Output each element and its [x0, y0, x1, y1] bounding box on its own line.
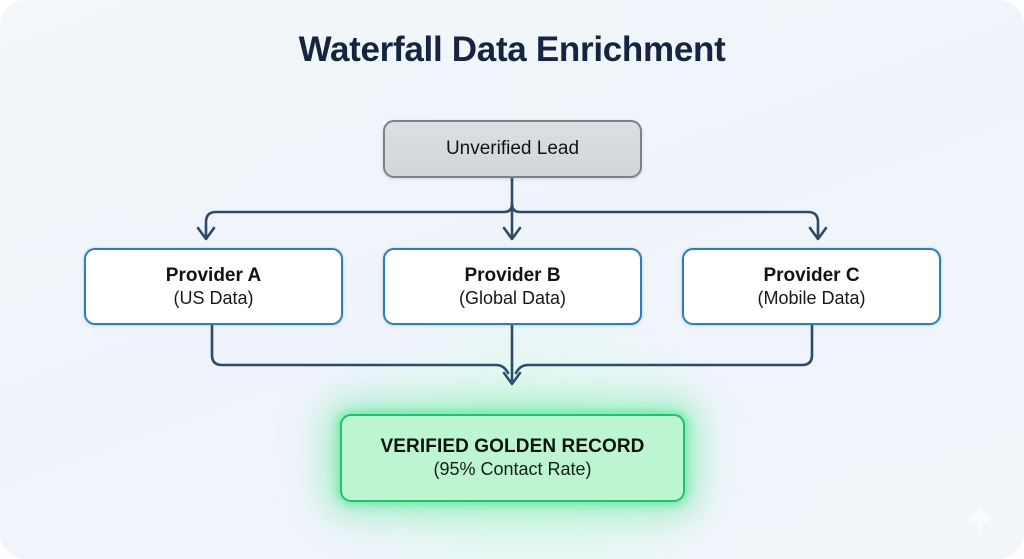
- node-provider-c-title: Provider C: [763, 264, 860, 286]
- node-golden-title: VERIFIED GOLDEN RECORD: [380, 436, 645, 458]
- connector-provider-c-down: [514, 323, 814, 375]
- node-provider-c[interactable]: Provider C (Mobile Data): [682, 248, 941, 325]
- node-provider-c-subtitle: (Mobile Data): [757, 287, 866, 308]
- node-provider-b[interactable]: Provider B (Global Data): [383, 248, 642, 325]
- node-provider-a-title: Provider A: [165, 264, 262, 286]
- arrowhead-golden-record: [502, 371, 522, 386]
- node-provider-a[interactable]: Provider A (US Data): [84, 248, 343, 325]
- arrowhead-provider-a: [196, 226, 216, 241]
- node-provider-a-subtitle: (US Data): [173, 287, 254, 308]
- arrowhead-provider-c: [808, 226, 828, 241]
- node-verified-golden-record[interactable]: VERIFIED GOLDEN RECORD (95% Contact Rate…: [340, 414, 685, 502]
- node-golden-subtitle: (95% Contact Rate): [433, 459, 592, 480]
- arrowhead-provider-b: [502, 226, 522, 241]
- connector-provider-a-down: [210, 323, 510, 375]
- connector-source-to-provider-c: [510, 202, 820, 238]
- node-unverified-lead[interactable]: Unverified Lead: [383, 120, 642, 178]
- node-provider-b-subtitle: (Global Data): [458, 287, 567, 308]
- connector-source-to-provider-a: [204, 202, 514, 238]
- node-provider-b-title: Provider B: [464, 264, 561, 286]
- page-title: Waterfall Data Enrichment: [298, 30, 726, 69]
- node-source-label: Unverified Lead: [445, 138, 580, 160]
